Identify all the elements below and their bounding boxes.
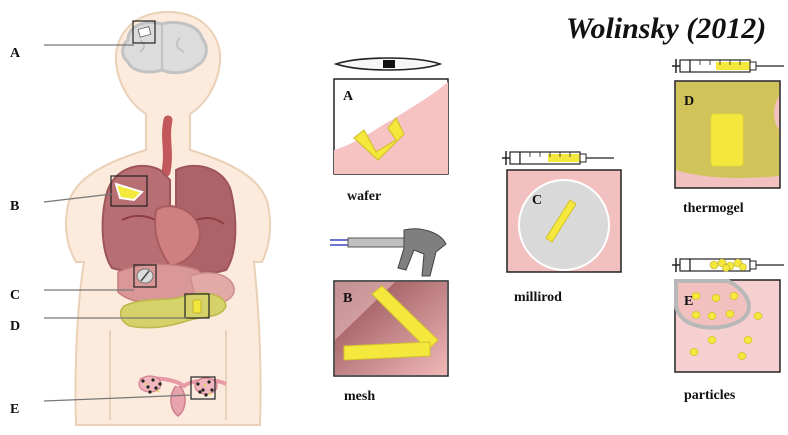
syringe-icon-d xyxy=(672,59,784,73)
caption-mesh: mesh xyxy=(344,389,375,405)
brain xyxy=(123,23,207,73)
caption-millirod: millirod xyxy=(514,290,562,306)
body-label-a: A xyxy=(10,46,20,62)
panel-a-letter: A xyxy=(343,89,353,105)
panel-c-letter: C xyxy=(532,193,542,209)
figure-title: Wolinsky (2012) xyxy=(566,12,766,46)
body-label-e: E xyxy=(10,402,19,418)
body-label-b: B xyxy=(10,199,19,215)
syringe-icon-e xyxy=(672,258,784,272)
body-illustration xyxy=(44,12,270,425)
panel-d-letter: D xyxy=(684,94,694,110)
body-label-d: D xyxy=(10,319,20,335)
syringe-icon-c xyxy=(502,151,614,165)
trachea xyxy=(166,120,168,172)
panel-b-letter: B xyxy=(343,291,352,307)
wafer-device-icon xyxy=(336,58,440,70)
thermogel-implant xyxy=(711,114,743,166)
panel-c xyxy=(507,170,621,272)
caption-thermogel: thermogel xyxy=(683,201,744,217)
caption-wafer: wafer xyxy=(347,189,381,205)
caption-particles: particles xyxy=(684,388,735,404)
panel-e-letter: E xyxy=(684,294,693,310)
body-label-c: C xyxy=(10,288,20,304)
applicator-gun-icon xyxy=(330,229,446,276)
